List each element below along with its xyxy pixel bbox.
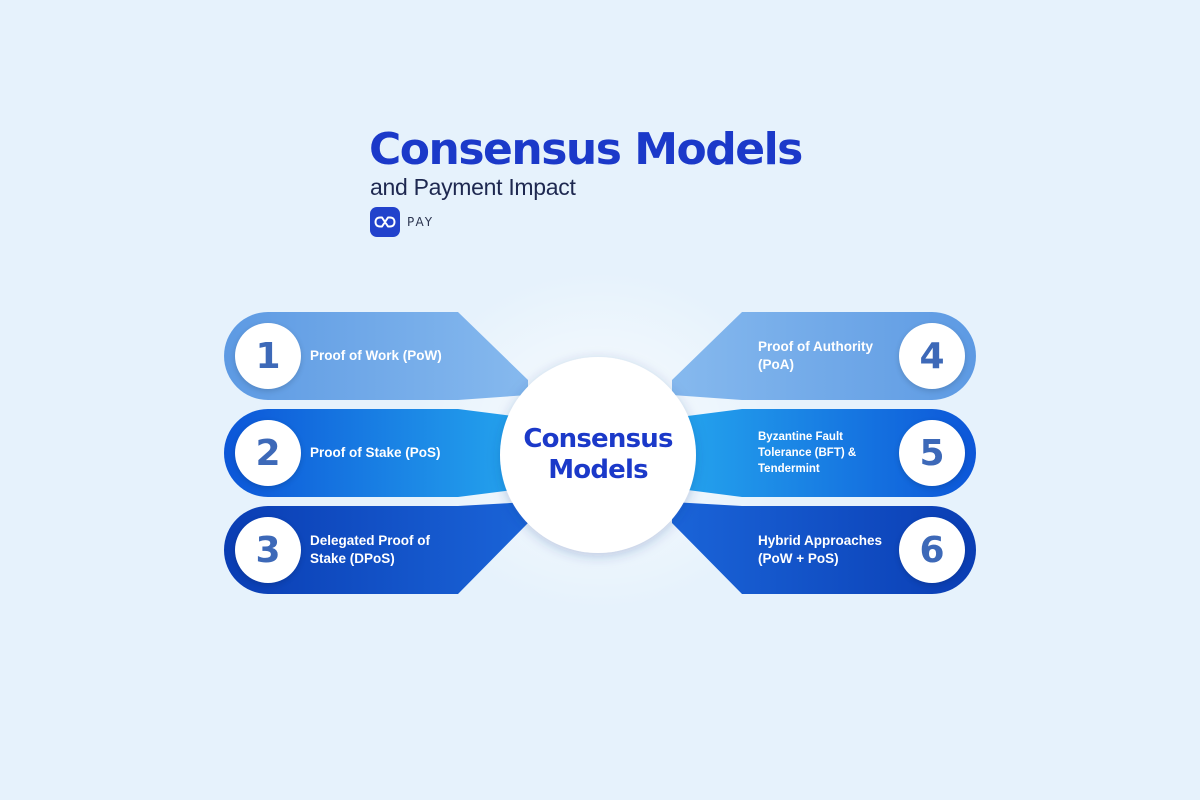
center-label: Consensus Models xyxy=(523,424,673,485)
item-1-number: 1 xyxy=(235,323,301,389)
infinity-icon xyxy=(370,207,400,237)
item-4-label: Proof of Authority (PoA) xyxy=(758,339,873,372)
item-6-label: Hybrid Approaches (PoW + PoS) xyxy=(758,533,883,566)
row-4-shape xyxy=(672,312,976,400)
brand-logo: PAY xyxy=(370,207,434,237)
center-circle xyxy=(500,357,696,553)
page-subtitle: and Payment Impact xyxy=(370,174,576,200)
page-title: Consensus Models xyxy=(369,124,803,175)
item-2-label: Proof of Stake (PoS) xyxy=(310,445,441,460)
brand-name: PAY xyxy=(407,215,435,229)
item-3-label: Delegated Proof of Stake (DPoS) xyxy=(310,533,431,566)
row-3-shape xyxy=(224,502,528,594)
item-5-number: 5 xyxy=(899,420,965,486)
row-1-shape xyxy=(224,312,528,400)
item-4-number: 4 xyxy=(899,323,965,389)
item-5-label: Byzantine Fault Tolerance (BFT) & Tender… xyxy=(758,431,857,475)
item-3-number: 3 xyxy=(235,517,301,583)
item-6-number: 6 xyxy=(899,517,965,583)
row-5-shape xyxy=(672,409,976,497)
item-2-number: 2 xyxy=(235,420,301,486)
row-6-shape xyxy=(672,502,976,594)
item-1-label: Proof of Work (PoW) xyxy=(310,348,442,363)
row-2-shape xyxy=(224,409,528,497)
